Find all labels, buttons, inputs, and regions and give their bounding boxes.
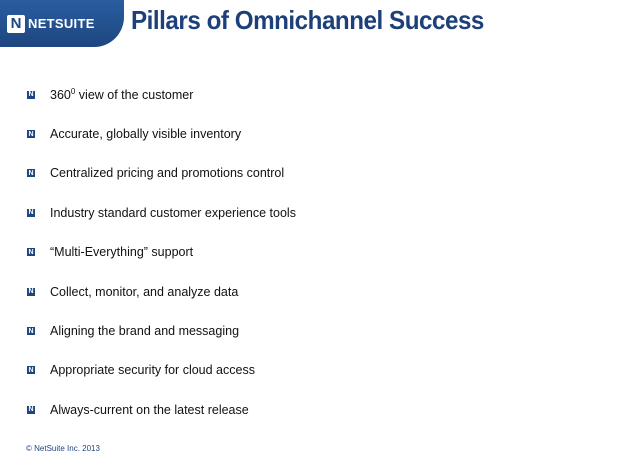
netsuite-bullet-icon: N	[27, 130, 35, 139]
bullet-text: 3600 view of the customer	[50, 87, 194, 103]
bullet-text: Aligning the brand and messaging	[50, 324, 240, 339]
netsuite-bullet-icon: N	[27, 366, 35, 375]
netsuite-bullet-icon: N	[27, 248, 35, 257]
netsuite-bullet-icon: N	[27, 405, 35, 414]
bullet-item: N Accurate, globally visible inventory	[27, 114, 296, 153]
bullet-text: Collect, monitor, and analyze data	[50, 284, 239, 299]
slide-title: Pillars of Omnichannel Success	[131, 5, 484, 35]
netsuite-bullet-icon: N	[27, 287, 35, 296]
netsuite-bullet-icon: N	[27, 169, 35, 178]
netsuite-bullet-icon: N	[27, 208, 35, 217]
bullet-text: Always-current on the latest release	[50, 402, 249, 417]
netsuite-bullet-icon: N	[27, 90, 35, 99]
netsuite-logo: N NETSUITE	[0, 0, 124, 47]
netsuite-logo-mark-icon: N	[7, 14, 25, 33]
bullet-list: N 3600 view of the customer N Accurate, …	[27, 75, 296, 430]
bullet-item: N “Multi-Everything” support	[27, 233, 296, 272]
bullet-item: N Centralized pricing and promotions con…	[27, 154, 296, 193]
bullet-item: N Always-current on the latest release	[27, 390, 296, 429]
bullet-item: N Industry standard customer experience …	[27, 193, 296, 232]
bullet-text: Industry standard customer experience to…	[50, 205, 296, 220]
logo-text: NETSUITE	[28, 16, 95, 31]
bullet-text: Accurate, globally visible inventory	[50, 127, 242, 142]
bullet-text: “Multi-Everything” support	[50, 245, 194, 260]
bullet-item: N 3600 view of the customer	[27, 75, 296, 114]
bullet-item: N Aligning the brand and messaging	[27, 311, 296, 350]
bullet-text: Centralized pricing and promotions contr…	[50, 166, 285, 181]
bullet-item: N Collect, monitor, and analyze data	[27, 272, 296, 311]
bullet-item: N Appropriate security for cloud access	[27, 351, 296, 390]
logo-mark-letter: N	[10, 15, 22, 32]
copyright-footer: © NetSuite Inc. 2013	[26, 444, 100, 453]
bullet-text: Appropriate security for cloud access	[50, 363, 255, 378]
netsuite-bullet-icon: N	[27, 327, 35, 336]
